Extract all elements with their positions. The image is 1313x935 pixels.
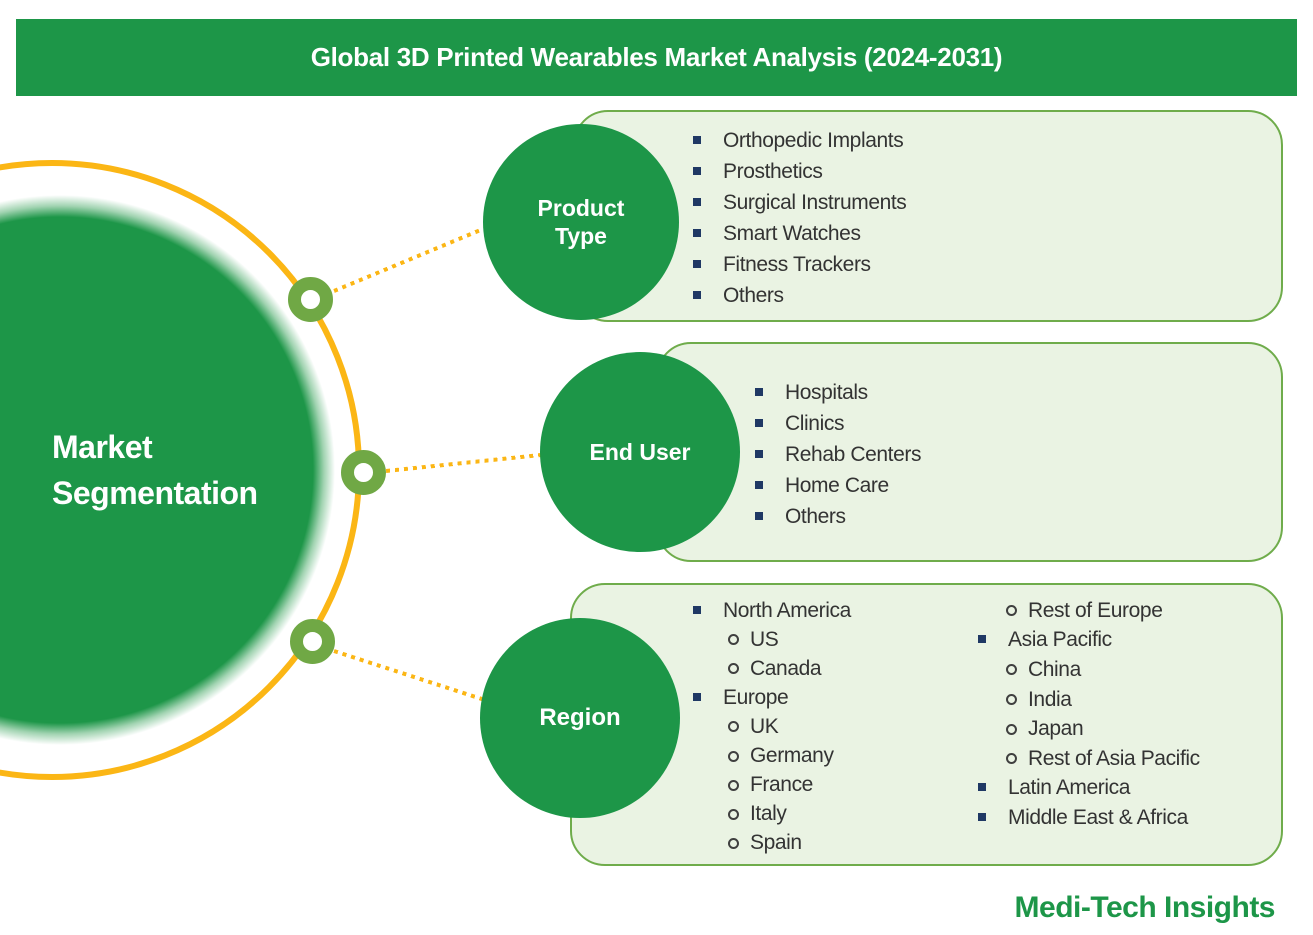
hub-label-line2: Segmentation [52, 475, 258, 511]
square-bullet-icon [693, 228, 701, 237]
list-subitem: UK [728, 712, 851, 741]
product-type-list: Orthopedic Implants Prosthetics Surgical… [693, 125, 907, 311]
connector-line-end-user [385, 452, 544, 473]
list-item: Latin America [978, 774, 1200, 804]
list-item: Hospitals [755, 377, 921, 408]
list-item: Orthopedic Implants [693, 125, 906, 156]
list-item: Others [693, 280, 906, 311]
list-item: Fitness Trackers [693, 249, 906, 280]
product-type-panel [573, 110, 1283, 322]
hub-label: Market Segmentation [52, 424, 258, 516]
list-item: Europe [693, 683, 851, 712]
list-subitem: Germany [728, 741, 851, 770]
circle-bullet-icon [728, 634, 739, 646]
list-subitem: US [728, 625, 851, 654]
circle-bullet-icon [728, 750, 739, 762]
list-item: Home Care [755, 470, 921, 501]
square-bullet-icon [978, 812, 986, 821]
circle-bullet-icon [728, 663, 739, 675]
list-item: Surgical Instruments [693, 187, 907, 218]
circle-bullet-icon [728, 779, 739, 791]
square-bullet-icon [755, 511, 763, 520]
region-panel [570, 583, 1283, 866]
end-user-circle: End User [540, 352, 740, 552]
circle-bullet-icon [1006, 664, 1017, 676]
medi-tech-insights-logo: Medi-Tech Insights [1014, 891, 1276, 924]
region-list-column-1: North America US Canada Europe UK German… [693, 596, 851, 858]
square-bullet-icon [755, 449, 763, 458]
list-item: North America [693, 596, 851, 625]
connector-node-end-user [341, 450, 386, 495]
circle-bullet-icon [1006, 753, 1017, 765]
list-subitem: France [728, 771, 851, 800]
list-subitem: Rest of Europe [1006, 596, 1200, 626]
connector-node-region [290, 619, 335, 664]
square-bullet-icon [978, 783, 986, 792]
square-bullet-icon [978, 635, 986, 644]
product-type-circle-label: Product Type [537, 195, 625, 249]
product-type-circle: Product Type [483, 124, 679, 320]
list-subitem: Canada [728, 654, 851, 683]
connector-line-region [333, 649, 485, 702]
square-bullet-icon [693, 259, 701, 268]
list-item: Others [755, 501, 921, 532]
square-bullet-icon [693, 197, 701, 206]
square-bullet-icon [693, 135, 701, 144]
end-user-panel [656, 342, 1283, 562]
list-subitem: India [1006, 685, 1200, 715]
list-item: Middle East & Africa [978, 803, 1200, 833]
list-item: Rehab Centers [755, 439, 921, 470]
end-user-list: Hospitals Clinics Rehab Centers Home Car… [755, 377, 921, 532]
list-subitem: Spain [728, 829, 851, 858]
list-item: Prosthetics [693, 156, 906, 187]
list-subitem: China [1006, 655, 1200, 685]
circle-bullet-icon [1006, 694, 1017, 706]
square-bullet-icon [755, 480, 763, 489]
region-circle-label: Region [539, 704, 621, 731]
square-bullet-icon [693, 692, 701, 701]
connector-line-product [333, 226, 485, 293]
square-bullet-icon [693, 166, 701, 175]
square-bullet-icon [693, 605, 701, 614]
list-subitem: Japan [1006, 714, 1200, 744]
title-bar: Global 3D Printed Wearables Market Analy… [16, 19, 1297, 96]
region-list-column-2: Rest of Europe Asia Pacific China India … [978, 596, 1200, 833]
list-subitem: Italy [728, 800, 851, 829]
end-user-circle-label: End User [589, 438, 691, 465]
connector-node-product [288, 277, 333, 322]
circle-bullet-icon [1006, 605, 1017, 617]
square-bullet-icon [755, 418, 763, 427]
circle-bullet-icon [728, 837, 739, 849]
list-item: Clinics [755, 408, 921, 439]
region-circle: Region [480, 618, 680, 818]
square-bullet-icon [693, 290, 701, 299]
circle-bullet-icon [728, 808, 739, 820]
page-title: Global 3D Printed Wearables Market Analy… [310, 42, 1003, 72]
list-item: Smart Watches [693, 218, 906, 249]
square-bullet-icon [755, 387, 763, 396]
list-subitem: Rest of Asia Pacific [1006, 744, 1200, 774]
hub-label-line1: Market [52, 429, 153, 465]
circle-bullet-icon [728, 721, 739, 733]
list-item: Asia Pacific [978, 626, 1200, 656]
circle-bullet-icon [1006, 723, 1017, 735]
